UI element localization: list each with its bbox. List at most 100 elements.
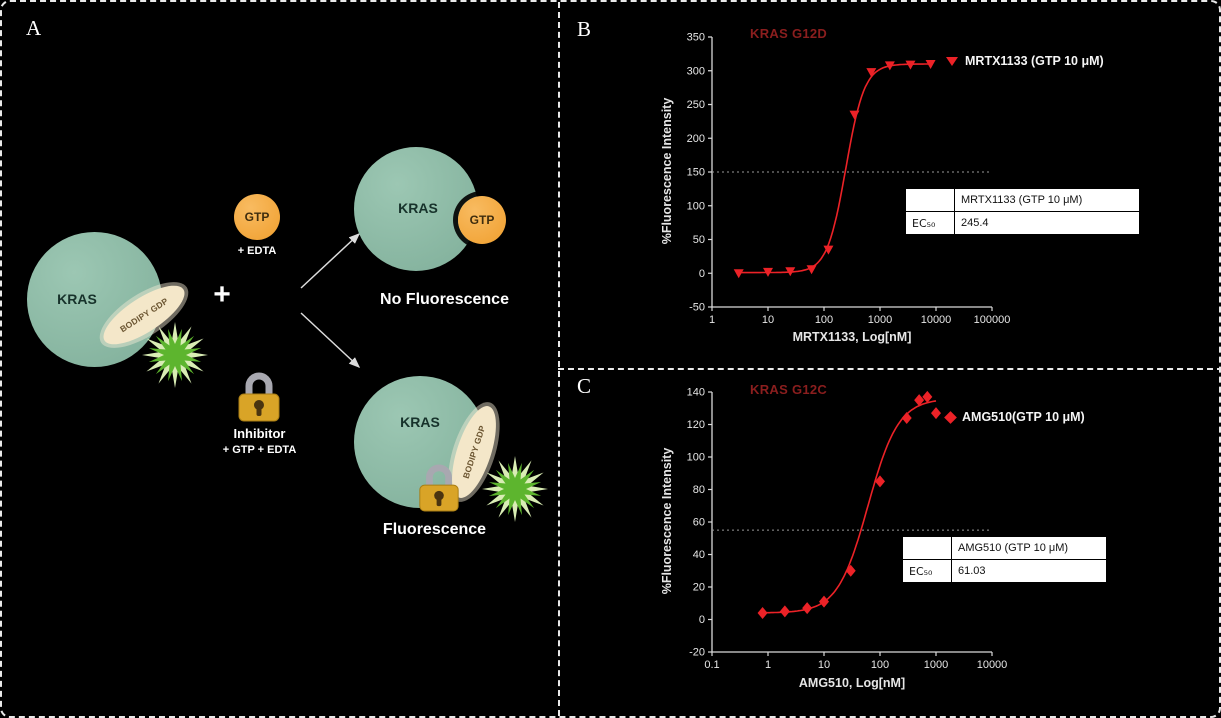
y-tick-label: 250 bbox=[687, 99, 705, 111]
y-tick-label: 80 bbox=[693, 484, 705, 496]
star-core bbox=[148, 328, 202, 382]
y-tick-label: 100 bbox=[687, 452, 705, 464]
gtp-bound-label: GTP bbox=[469, 213, 495, 227]
data-point-marker bbox=[802, 602, 813, 615]
data-point-marker bbox=[849, 110, 860, 120]
data-point-marker bbox=[931, 407, 941, 420]
y-tick-label: 0 bbox=[699, 268, 705, 280]
inhibitor-conditions-label: + GTP + EDTA bbox=[222, 444, 297, 456]
ec50-value: 245.4 bbox=[954, 211, 1140, 235]
x-tick-label: 1000 bbox=[924, 659, 948, 671]
ec50-row-label: EC₅₀ bbox=[905, 211, 955, 235]
panel-b-legend: MRTX1133 (GTP 10 μM) bbox=[946, 54, 1104, 68]
fluorescent-star-icon bbox=[142, 322, 208, 388]
data-point-marker bbox=[884, 61, 895, 71]
plus-sign: + bbox=[213, 278, 231, 311]
kras-label: KRAS bbox=[57, 291, 97, 307]
data-point-marker bbox=[823, 245, 834, 255]
data-point-marker bbox=[733, 269, 744, 279]
panel-c-plot: -20 0 20 40 60 80 100 120 140 0.1 1 10 100 1000 10000 bbox=[687, 387, 1008, 672]
data-point-marker bbox=[757, 607, 768, 619]
table-header-cell: AMG510 (GTP 10 μM) bbox=[951, 536, 1107, 560]
reaction-arrows bbox=[300, 232, 361, 369]
panel-b-legend-label: MRTX1133 (GTP 10 μM) bbox=[965, 54, 1104, 68]
panel-c-label: C bbox=[577, 374, 592, 398]
star-core-2 bbox=[488, 462, 542, 516]
y-tick-label: 50 bbox=[693, 234, 705, 246]
data-point-marker bbox=[866, 68, 877, 78]
bound-lock-icon bbox=[419, 464, 459, 512]
y-tick-label: 300 bbox=[687, 65, 705, 77]
y-tick-label: 200 bbox=[687, 133, 705, 145]
y-tick-label: 120 bbox=[687, 419, 705, 431]
fluorescent-star-icon-2 bbox=[482, 456, 548, 522]
y-tick-label: 60 bbox=[693, 517, 705, 529]
legend-triangle-marker bbox=[946, 56, 958, 66]
y-tick-label: -50 bbox=[689, 302, 705, 314]
panel-b-ec50-table: MRTX1133 (GTP 10 μM) EC₅₀ 245.4 bbox=[905, 188, 1140, 235]
data-point-marker bbox=[922, 390, 933, 403]
y-tick-label: -20 bbox=[689, 647, 705, 659]
x-tick-label: 1 bbox=[709, 314, 715, 326]
edta-label: + EDTA bbox=[237, 245, 277, 257]
gtp-label: GTP bbox=[244, 210, 270, 224]
y-tick-label: 100 bbox=[687, 200, 705, 212]
data-point-marker bbox=[901, 412, 912, 424]
data-point-marker bbox=[905, 60, 916, 70]
inhibitor-label: Inhibitor bbox=[233, 426, 286, 441]
data-point-marker bbox=[779, 605, 790, 618]
panel-c-y-axis-label: %Fluorescence Intensity bbox=[660, 447, 674, 595]
table-corner-cell bbox=[902, 536, 952, 560]
panel-b-x-axis-label: MRTX1133, Log[nM] bbox=[792, 330, 912, 344]
gtp-circle: GTP bbox=[234, 194, 280, 240]
inhibitor-lock-icon bbox=[238, 372, 280, 422]
x-tick-label: 1000 bbox=[868, 314, 892, 326]
panel-c-title: KRAS G12C bbox=[750, 382, 828, 397]
panel-b-label: B bbox=[577, 17, 592, 41]
ec50-value: 61.03 bbox=[951, 559, 1107, 583]
x-tick-label: 10000 bbox=[977, 659, 1008, 671]
panel-c-legend: AMG510(GTP 10 μM) bbox=[944, 410, 1085, 424]
panel-c-ec50-table: AMG510 (GTP 10 μM) EC₅₀ 61.03 bbox=[902, 536, 1107, 583]
y-tick-label: 0 bbox=[699, 614, 705, 626]
x-tick-label: 10000 bbox=[921, 314, 952, 326]
y-tick-label: 350 bbox=[687, 32, 705, 44]
kras-label-2: KRAS bbox=[398, 200, 438, 216]
arrow-to-fluorescence bbox=[300, 312, 361, 369]
x-tick-label: 1 bbox=[765, 659, 771, 671]
data-point-marker bbox=[925, 60, 936, 69]
panel-divider-horizontal bbox=[558, 368, 1219, 370]
kras-gtp-complex-circle bbox=[354, 147, 478, 271]
data-point-marker bbox=[785, 267, 796, 277]
dose-response-curve bbox=[738, 63, 931, 274]
panel-divider-vertical bbox=[558, 2, 560, 716]
x-tick-label: 10 bbox=[762, 314, 774, 326]
axes bbox=[711, 392, 992, 653]
x-tick-label: 100000 bbox=[974, 314, 1011, 326]
x-tick-label: 10 bbox=[818, 659, 830, 671]
y-tick-label: 40 bbox=[693, 549, 705, 561]
data-point-marker bbox=[875, 475, 885, 488]
no-fluorescence-caption: No Fluorescence bbox=[380, 291, 509, 308]
x-tick-label: 0.1 bbox=[704, 659, 719, 671]
ec50-row-label: EC₅₀ bbox=[902, 559, 952, 583]
kras-label-3: KRAS bbox=[400, 414, 440, 430]
table-corner-cell bbox=[905, 188, 955, 212]
data-point-marker bbox=[763, 267, 773, 277]
data-point-marker bbox=[845, 564, 856, 577]
panel-b-title: KRAS G12D bbox=[750, 26, 828, 41]
arrow-to-no-fluorescence bbox=[300, 232, 361, 289]
panel-c-x-axis-label: AMG510, Log[nM] bbox=[798, 676, 906, 690]
legend-diamond-marker bbox=[944, 410, 957, 424]
y-tick-label: 140 bbox=[687, 387, 705, 399]
x-tick-label: 100 bbox=[871, 659, 889, 671]
panel-c-legend-label: AMG510(GTP 10 μM) bbox=[962, 410, 1085, 424]
table-header-cell: MRTX1133 (GTP 10 μM) bbox=[954, 188, 1140, 212]
y-tick-label: 20 bbox=[693, 582, 705, 594]
panel-b-y-axis-label: %Fluorescence Intensity bbox=[660, 97, 674, 245]
panel-a-label: A bbox=[26, 16, 42, 40]
gtp-bound-circle: GTP bbox=[458, 196, 506, 244]
data-point-marker bbox=[914, 394, 925, 407]
x-tick-label: 100 bbox=[815, 314, 833, 326]
